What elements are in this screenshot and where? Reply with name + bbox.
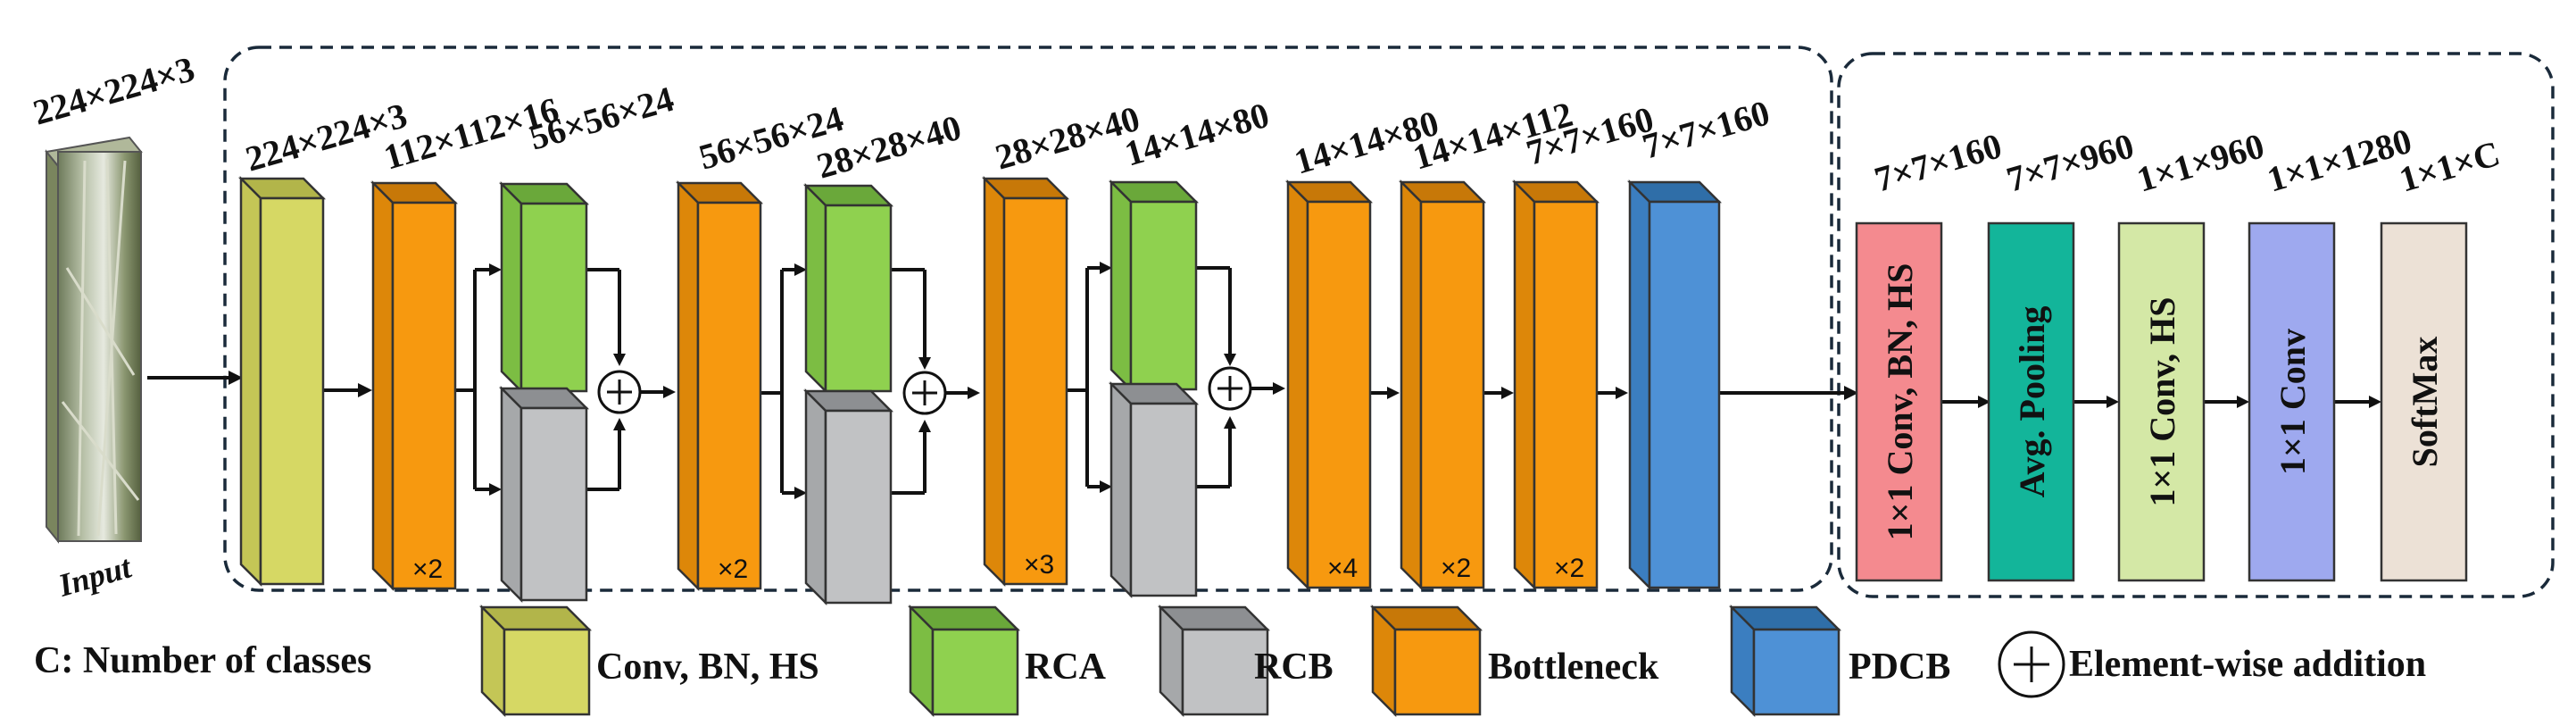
repeat-count-label: ×2 — [718, 555, 748, 584]
legend-label: RCA — [1025, 647, 1107, 688]
rcb-block — [1108, 380, 1200, 599]
legend-label: Bottleneck — [1488, 647, 1659, 688]
conv-block — [237, 175, 327, 588]
flow-connectors — [147, 262, 2381, 499]
bottleneck-block — [675, 179, 764, 592]
rca-block — [1108, 179, 1200, 393]
bottleneck-block — [1398, 179, 1487, 591]
repeat-count-label: ×3 — [1024, 550, 1054, 580]
legend-label: RCB — [1254, 647, 1334, 688]
head-block: 1×1 Conv, BN, HS — [1855, 221, 1943, 582]
rcb-legend-swatch — [1157, 604, 1271, 718]
repeat-count-label: ×2 — [412, 555, 443, 584]
pdcb-legend-swatch — [1728, 604, 1842, 718]
backbone-group-box — [223, 46, 1833, 592]
input-label: Input — [54, 548, 136, 604]
head-dim-label: 1×1×960 — [2132, 125, 2268, 199]
head-block: SoftMax — [2380, 221, 2468, 582]
rca-block — [498, 180, 590, 395]
bottleneck-block — [981, 175, 1070, 588]
rcb-block — [802, 388, 894, 606]
rca-block — [802, 182, 894, 395]
head-block: 1×1 Conv — [2248, 221, 2336, 582]
head-block-label: SoftMax — [2405, 337, 2445, 468]
head-block-label: 1×1 Conv, HS — [2142, 296, 2182, 506]
legend-classes-note: C: Number of classes — [34, 640, 371, 681]
head-block-label: 1×1 Conv, BN, HS — [1880, 263, 1920, 541]
bottleneck-legend-swatch — [1369, 604, 1483, 718]
repeat-count-label: ×2 — [1554, 554, 1584, 583]
rcb-block — [498, 385, 590, 604]
legend-label: Conv, BN, HS — [596, 647, 819, 688]
legend-addition-icon — [1998, 630, 2065, 698]
element-wise-addition-icon — [902, 371, 947, 415]
head-block: 1×1 Conv, HS — [2117, 221, 2206, 582]
head-dim-label: 7×7×160 — [1870, 125, 2006, 199]
input-dim-label: 224×224×3 — [29, 48, 199, 132]
element-wise-addition-icon — [1208, 366, 1252, 411]
head-block-label: Avg. Pooling — [2012, 306, 2052, 498]
conv-legend-swatch — [478, 604, 593, 718]
head-group-box — [1837, 52, 2555, 598]
bottleneck-block — [370, 179, 459, 592]
legend-label: PDCB — [1849, 647, 1950, 688]
legend-addition-label: Element-wise addition — [2069, 644, 2426, 685]
repeat-count-label: ×2 — [1441, 554, 1471, 583]
pdcb-block — [1626, 179, 1723, 591]
input-image — [45, 136, 143, 544]
element-wise-addition-icon — [597, 370, 642, 414]
rca-legend-swatch — [907, 604, 1021, 718]
bottleneck-block — [1284, 179, 1374, 591]
head-dim-label: 1×1×1280 — [2263, 121, 2416, 200]
repeat-count-label: ×4 — [1327, 554, 1358, 583]
head-dim-label: 7×7×960 — [2002, 125, 2138, 199]
block-dim-label: 7×7×160 — [1638, 92, 1774, 166]
block-dim-label: 14×14×80 — [1120, 95, 1274, 174]
head-block: Avg. Pooling — [1987, 221, 2075, 582]
bottleneck-block — [1511, 179, 1600, 591]
head-block-label: 1×1 Conv — [2273, 329, 2313, 475]
